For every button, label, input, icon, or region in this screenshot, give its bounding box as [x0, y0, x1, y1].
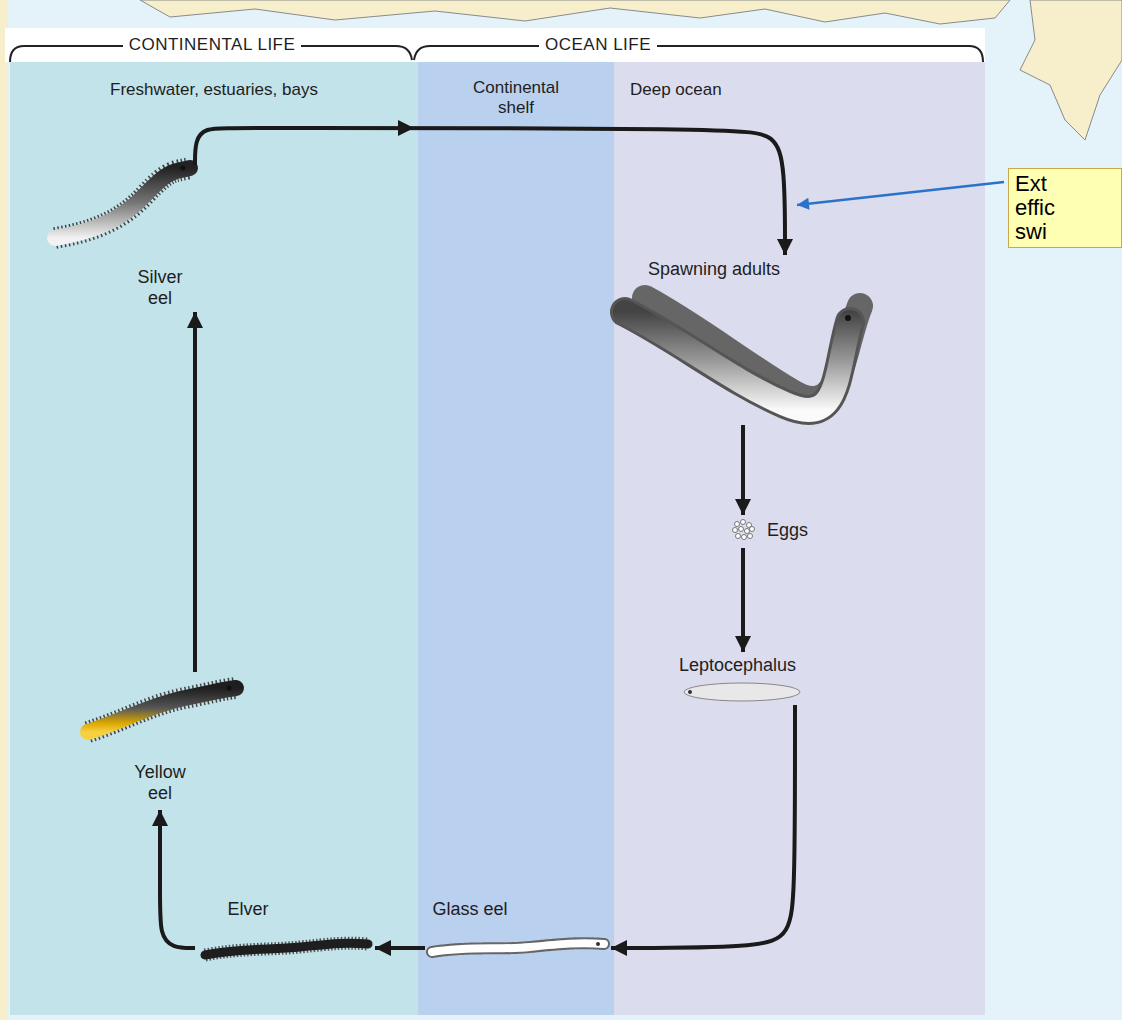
life-stage: Yellow eel: [80, 672, 240, 810]
eel-fin: [55, 168, 190, 238]
life-stage-label: Eggs: [767, 520, 827, 541]
habitat-band: Deep oceanSpawning adultsEggsLeptocephal…: [614, 62, 985, 1015]
migration-arrow: [611, 705, 795, 948]
habitat-band-label: Continental shelf: [461, 78, 571, 118]
eel-eye: [181, 166, 186, 171]
header-strip: [5, 28, 985, 62]
life-stage: Spawning adults: [615, 255, 870, 425]
migration-arrow: [741, 548, 745, 652]
yellow-eel-figure: [88, 688, 236, 732]
band-fill: [10, 62, 418, 1015]
life-stage-label: Glass eel: [425, 899, 515, 920]
leader-arrow: [797, 182, 1004, 205]
eel-eye: [688, 690, 692, 694]
eel-fin: [88, 688, 236, 732]
life-stage: Silver eel: [45, 165, 200, 312]
section-heading: CONTINENTAL LIFE: [123, 35, 302, 55]
map-land: [1020, 0, 1122, 140]
section-heading: OCEAN LIFE: [539, 35, 657, 55]
eel-fin: [432, 943, 604, 952]
migration-arrow: [160, 810, 195, 948]
life-stage-label: Spawning adults: [648, 259, 848, 280]
life-stage-label: Silver eel: [130, 267, 190, 309]
glass-eel-figure: [432, 943, 604, 952]
habitat-band: Continental shelfGlass eel: [418, 62, 614, 1015]
migration-arrow: [375, 946, 425, 950]
eel-eye: [596, 942, 600, 946]
spawning-eel-figure: [625, 312, 850, 410]
life-stage: Eggs: [725, 515, 830, 548]
map-land: [140, 0, 1010, 24]
leptocephalus-figure: [684, 683, 800, 701]
migration-arrow: [741, 425, 745, 515]
life-stage: Leptocephalus: [665, 652, 812, 705]
callout-box: Ext effic swi: [1008, 168, 1122, 248]
life-stage: Elver: [195, 895, 375, 967]
eel-fin: [625, 312, 850, 410]
life-stage-label: Yellow eel: [128, 762, 192, 804]
eel-eye: [845, 315, 851, 321]
habitat-band-label: Deep ocean: [630, 80, 830, 100]
map-land: [0, 0, 8, 1020]
silver-eel-figure: [55, 168, 190, 238]
elver-figure: [205, 943, 368, 955]
band-fill: [418, 62, 614, 1015]
eel-eye: [227, 686, 232, 691]
callout-box-label: Ext effic swi: [1015, 172, 1055, 244]
life-stage: Glass eel: [425, 895, 611, 967]
habitat-band: Freshwater, estuaries, baysSilver eelYel…: [10, 62, 420, 1015]
life-stage-label: Leptocephalus: [665, 655, 810, 676]
life-stage-label: Elver: [198, 899, 298, 920]
eggs-figure: [733, 520, 755, 540]
migration-arrow: [193, 312, 197, 672]
habitat-band-label: Freshwater, estuaries, bays: [10, 80, 418, 100]
migration-arrow: [195, 128, 785, 255]
eel-fin: [205, 943, 368, 955]
